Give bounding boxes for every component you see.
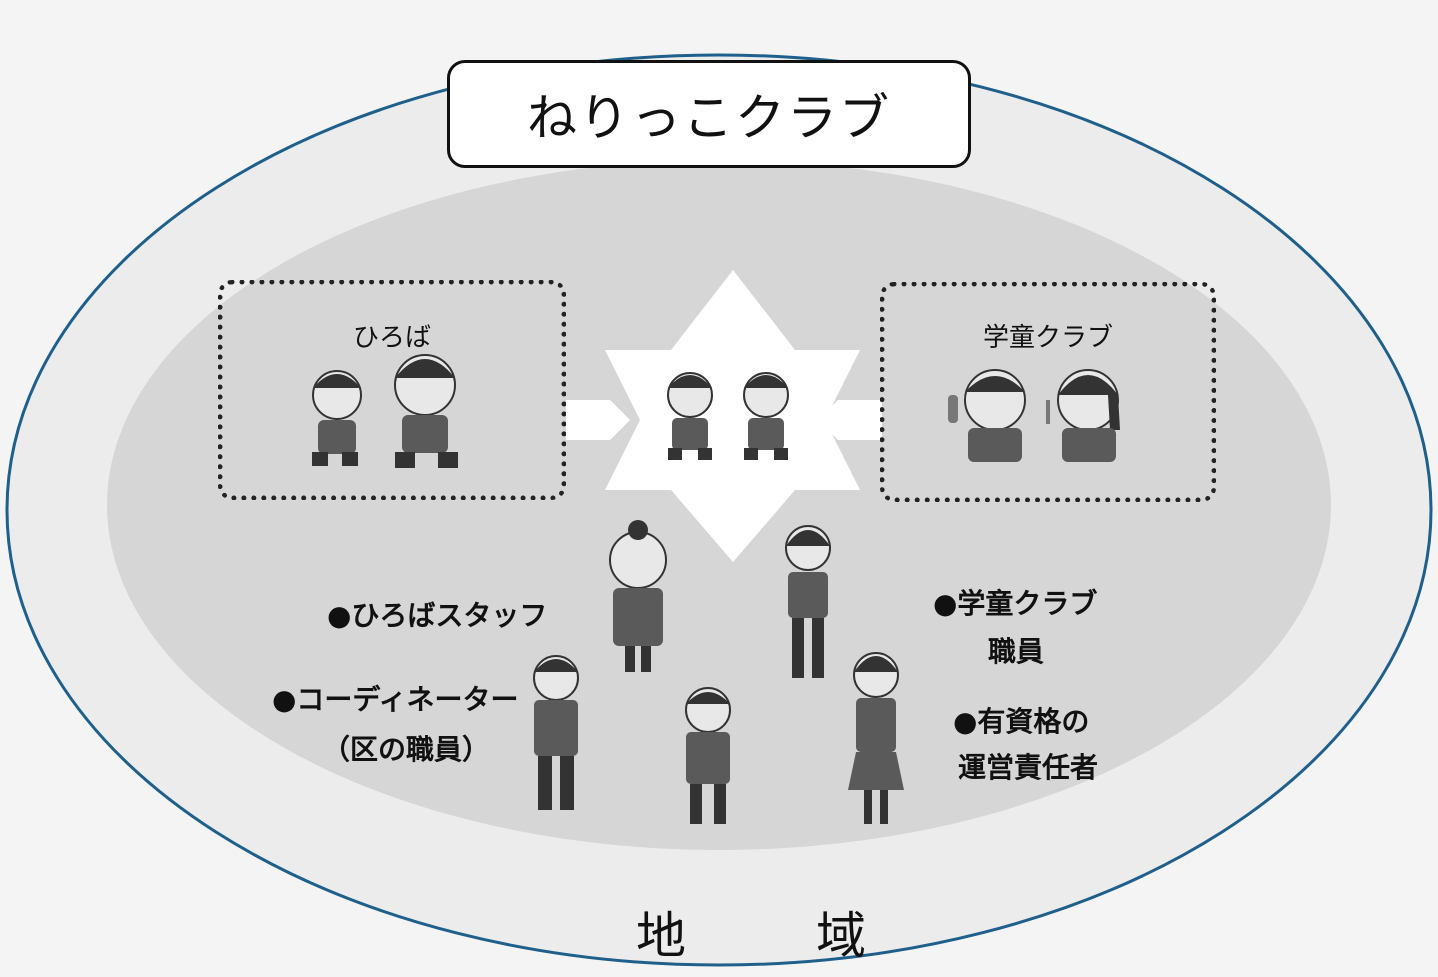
boy-with-ice-candy xyxy=(948,369,1026,462)
role-coordinator: ●コーディネーター xyxy=(272,683,519,716)
role-coordinator-note: （区の職員） xyxy=(322,733,491,766)
gakudo-box: 学童クラブ xyxy=(880,282,1216,502)
running-boy-small xyxy=(312,370,362,466)
star-shape xyxy=(605,270,860,562)
staff-man-cheer xyxy=(685,687,731,824)
role-manager: ●有資格の xyxy=(953,705,1090,738)
coordinator-man xyxy=(533,655,579,810)
high-five-boy-left xyxy=(667,372,713,460)
role-gakudo-staff-2: 職員 xyxy=(988,635,1045,668)
arrow-left xyxy=(566,400,630,440)
girl-with-ice-candy xyxy=(1046,369,1120,462)
role-manager-2: 運営責任者 xyxy=(958,751,1099,784)
role-hiroba-staff: ●ひろばスタッフ xyxy=(327,599,548,632)
staff-woman-apron xyxy=(609,520,667,672)
role-gakudo-staff: ●学童クラブ xyxy=(933,587,1098,620)
running-boy-large xyxy=(394,354,458,468)
region-label: 地 域 xyxy=(636,907,906,965)
manager-woman xyxy=(848,652,904,824)
staff-woman-lanyard xyxy=(785,525,831,678)
club-title: ねりっこクラブ xyxy=(447,60,971,168)
hiroba-label: ひろば xyxy=(352,323,431,353)
hiroba-box: ひろば xyxy=(218,280,566,500)
arrow-right xyxy=(818,400,882,440)
gakudo-label: 学童クラブ xyxy=(982,323,1113,353)
high-five-boy-right xyxy=(743,372,789,460)
club-title-text: ねりっこクラブ xyxy=(527,89,891,147)
